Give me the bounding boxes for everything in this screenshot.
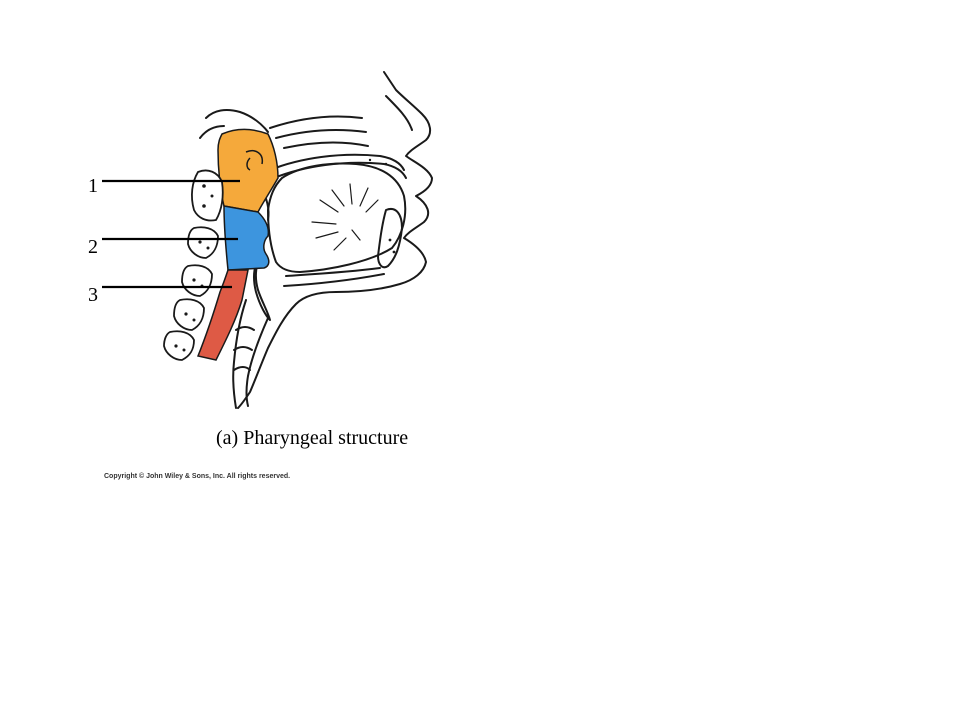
vertebra-icon — [173, 298, 205, 331]
skull-base — [199, 125, 225, 139]
oropharynx-region — [223, 205, 270, 271]
tongue-fiber — [311, 221, 337, 225]
label-1: 1 — [88, 175, 98, 197]
nasopharynx-region — [217, 128, 279, 213]
label-3: 3 — [88, 284, 98, 306]
nasal-turbinate — [283, 141, 369, 149]
lower-jaw-line — [283, 273, 385, 287]
tongue-fiber — [351, 229, 361, 241]
tongue-fiber — [359, 187, 369, 207]
tongue-fiber — [315, 231, 339, 239]
tongue-fiber — [365, 199, 379, 213]
vertebra-icon — [163, 330, 195, 361]
tongue-fiber — [319, 199, 339, 213]
hard-palate — [269, 153, 405, 171]
nasal-turbinate — [269, 115, 363, 129]
tracheal-ring — [233, 366, 251, 371]
vertebra-icon — [187, 226, 219, 259]
leader-lines — [102, 179, 240, 289]
label-2: 2 — [88, 236, 98, 258]
tracheal-ring — [235, 326, 255, 331]
larynx-outline — [232, 299, 247, 409]
tongue-fiber — [349, 183, 353, 205]
mandible — [377, 208, 403, 269]
tongue-fiber — [333, 237, 347, 251]
nasal-turbinate — [275, 129, 367, 139]
nasal-line — [385, 95, 413, 131]
vertebral-column — [163, 169, 224, 361]
copyright-notice: Copyright © John Wiley & Sons, Inc. All … — [104, 473, 291, 480]
face-profile-outline — [237, 71, 433, 409]
vertebra-icon — [191, 169, 224, 222]
figure-caption: (a) Pharyngeal structure — [216, 427, 409, 449]
tongue-fiber — [331, 189, 345, 207]
epiglottis — [253, 255, 271, 321]
nasopharynx-detail — [245, 150, 264, 171]
vertebra-icon — [181, 264, 213, 297]
tracheal-ring — [233, 346, 253, 351]
lower-jaw-line — [285, 267, 381, 277]
skull-base — [205, 109, 269, 133]
larynx-outline — [245, 317, 269, 407]
